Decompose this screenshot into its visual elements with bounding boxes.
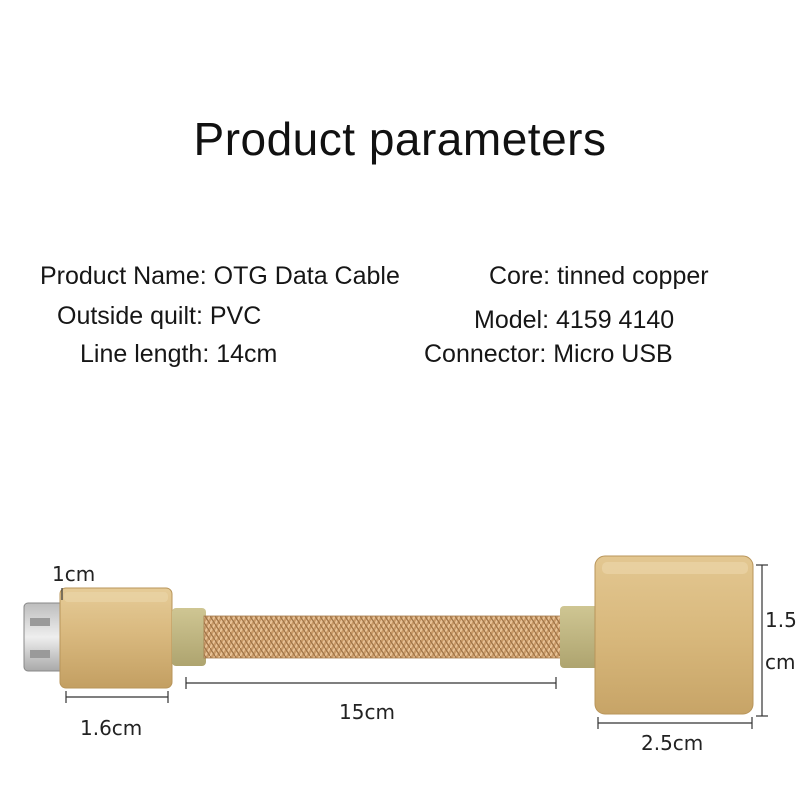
dim-label-usb-height-value: 1.5	[765, 608, 797, 632]
dim-label-usb-length: 2.5cm	[641, 731, 704, 755]
left-strain-relief	[172, 608, 206, 666]
dim-label-usb-height-unit: cm	[765, 650, 796, 674]
spec-connector: Connector: Micro USB	[424, 340, 673, 368]
braided-cable	[204, 616, 562, 658]
spec-core: Core: tinned copper	[489, 262, 709, 290]
micro-usb-housing	[59, 587, 173, 689]
usb-a-housing	[594, 555, 754, 715]
dim-label-micro-height: 1cm	[52, 562, 96, 586]
dim-label-cable-length: 15cm	[339, 700, 395, 724]
spec-line-length: Line length: 14cm	[80, 340, 278, 368]
micro-usb-tip	[23, 602, 65, 672]
right-strain-relief	[560, 606, 598, 668]
dim-label-micro-length: 1.6cm	[80, 716, 143, 740]
page-title: Product parameters	[193, 113, 607, 165]
spec-model: Model: 4159 4140	[474, 306, 675, 334]
spec-product-name: Product Name: OTG Data Cable	[40, 262, 400, 290]
spec-outside-quilt: Outside quilt: PVC	[57, 302, 262, 330]
